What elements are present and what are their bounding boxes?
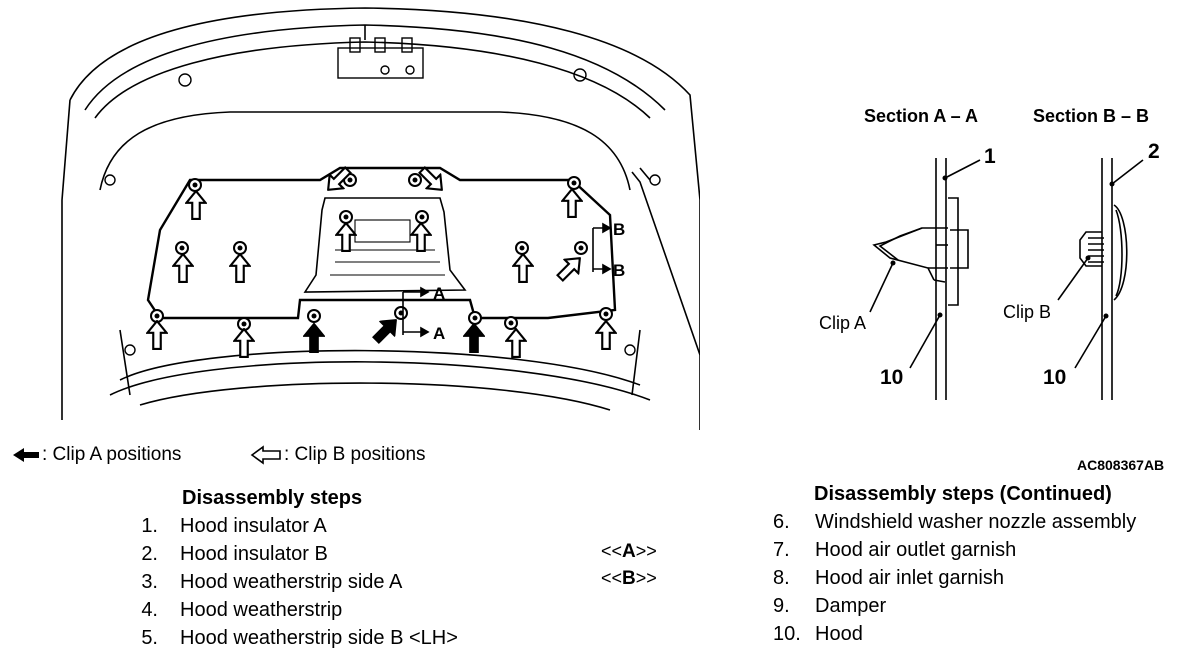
step-row: 2.Hood insulator B (141, 543, 328, 565)
prop-rod (631, 167, 700, 356)
step-row: 5.Hood weatherstrip side B <LH> (141, 627, 458, 649)
section-b-dots (1085, 181, 1115, 319)
hood-illustration: A A B B (61, 7, 700, 430)
legend-clip-a: : Clip A positions (12, 444, 181, 466)
section-a-callout-10: 10 (880, 366, 904, 389)
clip-b-label: Clip B (1003, 302, 1052, 322)
step-row: 4.Hood weatherstrip (141, 599, 343, 621)
step-label: Hood weatherstrip side A (180, 571, 403, 593)
step-label: Hood insulator A (180, 515, 327, 537)
section-views (869, 158, 1144, 400)
step-row: 3.Hood weatherstrip side A (141, 571, 403, 593)
step-label: Hood weatherstrip (180, 599, 343, 621)
figure-code: AC808367AB (1077, 457, 1165, 473)
step-label: Windshield washer nozzle assembly (815, 511, 1137, 533)
legend-clip-b-text: : Clip B positions (284, 444, 426, 465)
step-tag-a: <<A>> (601, 541, 657, 562)
steps-left-title: Disassembly steps (182, 487, 363, 509)
section-a-dots (890, 175, 948, 318)
section-b-title: Section B – B (1033, 106, 1150, 126)
center-panel (303, 197, 467, 293)
section-b-label-top: B (613, 220, 625, 239)
step-tag-b: <<B>> (601, 568, 657, 589)
step-label: Hood (815, 623, 863, 645)
legend-clip-b: : Clip B positions (250, 444, 426, 466)
section-a-view (869, 158, 981, 400)
step-row: 9.Damper (773, 595, 887, 617)
section-a-label-top: A (433, 284, 445, 303)
solid-arrow-icon (13, 447, 39, 462)
step-row: 10.Hood (773, 623, 863, 645)
steps-right-title: Disassembly steps (Continued) (814, 483, 1112, 505)
section-a-label-bottom: A (433, 324, 445, 343)
hood-insulator-outline (146, 166, 617, 320)
step-row: 6.Windshield washer nozzle assembly (773, 511, 1137, 533)
step-label: Hood weatherstrip side B <LH> (180, 627, 458, 649)
clip-a-arrows (303, 312, 485, 353)
step-label: Damper (815, 595, 887, 617)
step-label: Hood air inlet garnish (815, 567, 1004, 589)
section-b-callout-10: 10 (1043, 366, 1067, 389)
section-marker-a (402, 286, 430, 338)
section-b-label-bottom: B (613, 261, 625, 280)
section-a-title: Section A – A (864, 106, 979, 126)
hood-outline (61, 7, 700, 430)
center-panel-detail (330, 219, 445, 276)
hood-latch (337, 37, 424, 79)
step-row: 1.Hood insulator A (141, 515, 327, 537)
step-label: Hood insulator B (180, 543, 328, 565)
step-row: 7.Hood air outlet garnish (773, 539, 1017, 561)
section-marker-b (592, 222, 612, 275)
legend-clip-a-text: : Clip A positions (42, 444, 182, 465)
section-b-callout-2: 2 (1148, 140, 1160, 163)
section-b-view (1057, 158, 1144, 400)
step-label: Hood air outlet garnish (815, 539, 1017, 561)
step-row: 8.Hood air inlet garnish (773, 567, 1004, 589)
clip-a-label: Clip A (819, 313, 867, 333)
section-a-callout-1: 1 (984, 145, 996, 168)
hollow-arrow-icon (250, 445, 281, 465)
